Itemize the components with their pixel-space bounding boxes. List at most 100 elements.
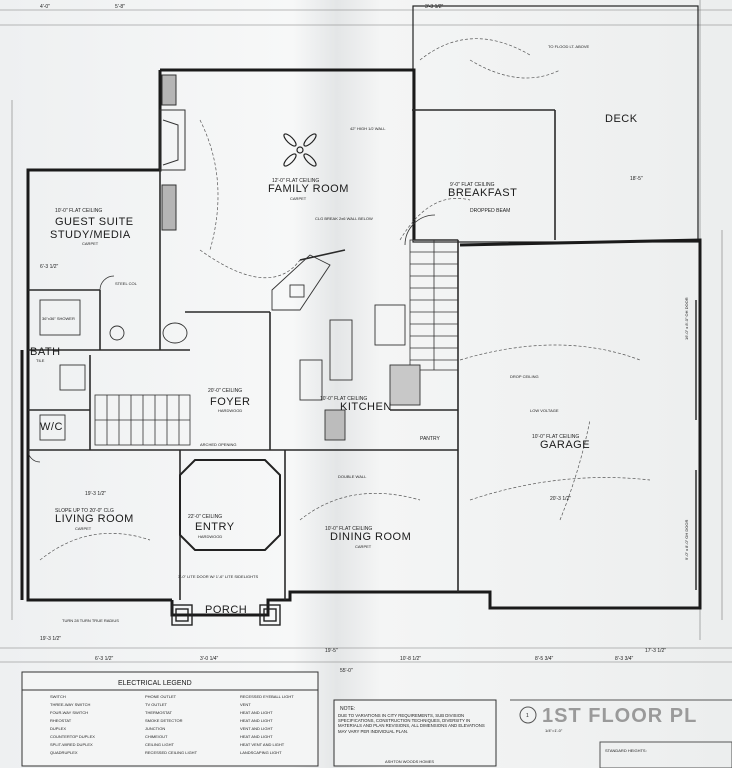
note-low-voltage: LOW VOLTAGE xyxy=(530,408,559,413)
dimension-label: 20'-3 1/2" xyxy=(550,496,571,502)
room-label-kitchen: KITCHEN xyxy=(340,401,392,413)
note-guest-carpet: CARPET xyxy=(82,241,99,246)
note-living-ceiling: SLOPE UP TO 20'-0" CLG xyxy=(55,508,114,514)
room-label-pantry: PANTRY xyxy=(420,436,440,442)
note-dropped-beam: DROPPED BEAM xyxy=(470,208,510,214)
legend-col-2: PHONE OUTLET TV OUTLET THERMOSTAT SMOKE … xyxy=(145,694,198,755)
room-label-wic: W/C xyxy=(40,421,63,433)
dimension-label: 3'-0 1/4" xyxy=(200,656,219,662)
note-kitchen-ceiling: 10'-0" FLAT CEILING xyxy=(320,396,367,402)
legend-item: COUNTERTOP DUPLEX xyxy=(50,734,95,739)
room-label-living-room: LIVING ROOM xyxy=(55,513,134,525)
note-breakfast-ceiling: 9'-0" FLAT CEILING xyxy=(450,182,495,188)
legend-item: FOUR-WAY SWITCH xyxy=(50,710,88,715)
room-label-guest-suite: GUEST SUITE xyxy=(55,216,134,228)
note-drop-ceiling: DROP CEILING xyxy=(510,374,539,379)
legend-item: CEILING LIGHT xyxy=(145,742,174,747)
room-label-garage: GARAGE xyxy=(540,439,590,451)
wiring-arcs xyxy=(39,38,651,561)
dimension-lines xyxy=(0,0,732,663)
ceiling-fan-icon xyxy=(283,133,317,167)
note-flood-lt: TO FLOOD LT. ABOVE xyxy=(548,44,590,49)
room-label-breakfast: BREAKFAST xyxy=(448,187,517,199)
legend-title: ELECTRICAL LEGEND xyxy=(118,680,192,687)
dimension-label: 8'-5 3/4" xyxy=(535,656,554,662)
legend-item: HEAT AND LIGHT xyxy=(240,710,273,715)
fireplace xyxy=(159,74,186,231)
note-dining-ceiling: 10'-0" FLAT CEILING xyxy=(325,526,372,532)
note-garage-door-top: 16'-0" x 8'-0" OH DOOR xyxy=(684,297,689,340)
legend-item: RECESSED CEILING LIGHT xyxy=(145,750,198,755)
legend-item: THREE-WAY SWITCH xyxy=(50,702,90,707)
legend-item: CHIME/OUT xyxy=(145,734,168,739)
room-label-bath: BATH xyxy=(30,346,61,358)
room-label-deck: DECK xyxy=(605,113,638,125)
note-foyer-ceiling: 20'-0" CEILING xyxy=(208,388,242,394)
legend-item: PHONE OUTLET xyxy=(145,694,177,699)
sheet-title: 1ST FLOOR PL xyxy=(542,705,697,727)
sheet-scale: 1/4"=1'-0" xyxy=(545,728,563,733)
note-heading: NOTE: xyxy=(340,706,355,712)
legend-item: VENT xyxy=(240,702,251,707)
dimension-label: 3'-3 1/2" xyxy=(425,4,444,10)
room-label-dining-room: DINING ROOM xyxy=(330,531,411,543)
legend-item: RECESSED EYEBALL LIGHT xyxy=(240,694,294,699)
legend-item: VENT AND LIGHT xyxy=(240,726,273,731)
bath-fixtures xyxy=(39,299,188,441)
note-entry-ceiling: 22'-0" CEILING xyxy=(188,514,222,520)
note-living-carpet: CARPET xyxy=(75,526,92,531)
room-label-entry: ENTRY xyxy=(195,521,235,533)
note-chimney-wall: 42" HIGH 1/2 WALL xyxy=(350,126,386,131)
dimension-label: 5'-8" xyxy=(115,4,125,10)
note-box xyxy=(333,699,497,767)
dimension-label: 17'-3 1/2" xyxy=(645,648,666,654)
exterior-walls xyxy=(20,68,702,617)
note-body-wrap: DUE TO VARIATIONS IN CITY REQUIREMENTS, … xyxy=(338,713,485,734)
legend-item: HEAT AND LIGHT xyxy=(240,734,273,739)
note-porch-door: 3'-0" LITE DOOR W/ 1'-6" LITE SIDELIGHTS xyxy=(178,574,258,579)
stairs-upper xyxy=(409,239,459,371)
note-turn-radius: TURN 28 TURN TRUE RADIUS xyxy=(62,618,119,623)
note-family-carpet: CARPET xyxy=(290,196,307,201)
legend-item: SWITCH xyxy=(50,694,66,699)
legend-item: JUNCTION xyxy=(145,726,165,731)
note-company: ASHTON WOODS HOMES xyxy=(385,759,434,764)
note-guest-ceiling: 10'-0" FLAT CEILING xyxy=(55,208,102,214)
room-label-family-room: FAMILY ROOM xyxy=(268,183,349,195)
legend-item: HEAT AND LIGHT xyxy=(240,718,273,723)
room-label-porch: PORCH xyxy=(205,604,247,616)
legend-item: DUPLEX xyxy=(50,726,66,731)
kitchen-fixtures xyxy=(271,254,421,441)
note-double-wall: DOUBLE WALL xyxy=(338,474,367,479)
note-wall-below: CLG BREAK 2x6 WALL BELOW xyxy=(315,216,373,221)
dimension-label: 8'-3 3/4" xyxy=(615,656,634,662)
stairs-foyer xyxy=(94,394,191,446)
sheet-number: 1 xyxy=(526,713,529,719)
note-arched-opening: ARCHED OPENING xyxy=(200,442,236,447)
dimension-label: 6'-3 1/2" xyxy=(40,264,59,270)
note-garage-ceiling: 10'-0" FLAT CEILING xyxy=(532,434,579,440)
legend-item: HEAT VENT AND LIGHT xyxy=(240,742,285,747)
note-bath-tile: TILE xyxy=(36,358,45,363)
legend-col-3: RECESSED EYEBALL LIGHT VENT HEAT AND LIG… xyxy=(240,694,294,755)
legend-item: SMOKE DETECTOR xyxy=(145,718,183,723)
dimension-label: 18'-5" xyxy=(630,176,643,182)
note-foyer-floor: HARDWOOD xyxy=(218,408,242,413)
dimension-label: 55'-0" xyxy=(340,668,353,674)
legend-item: RHEOSTAT xyxy=(50,718,72,723)
standard-heights-label: STANDARD HEIGHTS: xyxy=(605,748,647,753)
electrical-legend-box xyxy=(21,671,319,767)
dimension-label: 19'-3 1/2" xyxy=(40,636,61,642)
title-block xyxy=(510,699,732,768)
legend-col-1: SWITCH THREE-WAY SWITCH FOUR-WAY SWITCH … xyxy=(50,694,95,755)
note-garage-door-bottom: 9'-0" x 8'-0" OH DOOR xyxy=(684,520,689,560)
legend-item: LANDSCAPING LIGHT xyxy=(240,750,282,755)
note-shower: 36"x36" SHOWER xyxy=(42,316,75,321)
note-entry-floor: HARDWOOD xyxy=(198,534,222,539)
note-steel-col: STEEL COL xyxy=(115,281,138,286)
room-label-study-media: STUDY/MEDIA xyxy=(50,229,131,241)
porch-columns xyxy=(171,604,281,626)
dimension-label: 4'-0" xyxy=(40,4,50,10)
dimension-label: 10'-8 1/2" xyxy=(400,656,421,662)
